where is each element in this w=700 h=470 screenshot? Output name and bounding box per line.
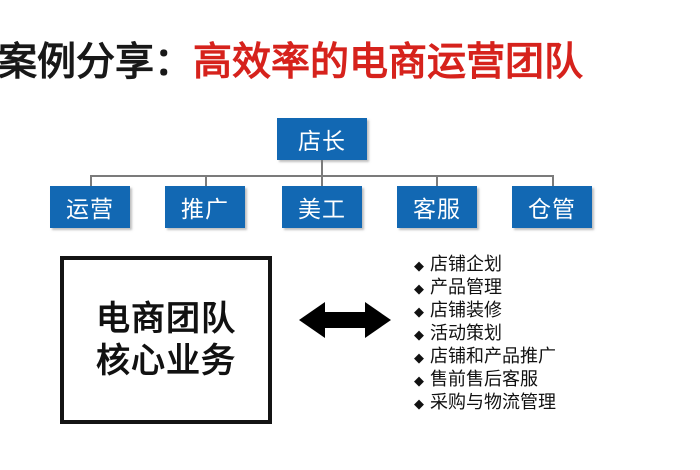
list-item-label: 店铺企划 (430, 254, 502, 275)
diamond-bullet-icon: ◆ (414, 282, 424, 297)
org-node-warehouse[interactable]: 仓管 (512, 186, 592, 228)
list-item-label: 售前售后客服 (430, 369, 538, 390)
page-title-prefix: 案例分享： (0, 39, 194, 85)
page-title-highlight: 高效率的电商运营团队 (193, 39, 584, 85)
connector-drop-3 (436, 175, 438, 187)
page-title: 案例分享： 高效率的电商运营团队 (0, 34, 700, 90)
list-item-label: 活动策划 (430, 323, 502, 344)
list-item: ◆ 售前售后客服 (414, 371, 694, 394)
double-arrow-icon (299, 298, 391, 342)
diamond-bullet-icon: ◆ (414, 397, 424, 412)
diamond-bullet-icon: ◆ (414, 351, 424, 366)
list-item-label: 店铺和产品推广 (430, 346, 556, 367)
org-node-warehouse-label: 仓管 (528, 197, 576, 223)
core-business-line-1: 电商团队 (96, 298, 236, 339)
core-business-box: 电商团队 核心业务 (60, 256, 272, 424)
org-node-promotion-label: 推广 (181, 197, 229, 223)
list-item-label: 店铺装修 (430, 300, 502, 321)
connector-drop-0 (90, 175, 92, 187)
org-node-design-label: 美工 (298, 197, 346, 223)
connector-drop-2 (321, 175, 323, 187)
list-item-label: 产品管理 (430, 277, 502, 298)
org-node-root-label: 店长 (298, 129, 346, 155)
org-node-operations[interactable]: 运营 (50, 186, 130, 228)
list-item: ◆ 采购与物流管理 (414, 394, 694, 417)
diamond-bullet-icon: ◆ (414, 374, 424, 389)
list-item-label: 采购与物流管理 (430, 392, 556, 413)
org-node-operations-label: 运营 (66, 197, 114, 223)
list-item: ◆ 产品管理 (414, 279, 694, 302)
org-node-customer-service[interactable]: 客服 (397, 186, 477, 228)
list-item: ◆ 店铺装修 (414, 302, 694, 325)
double-arrow-svg (299, 302, 391, 338)
connector-drop-1 (205, 175, 207, 187)
list-item: ◆ 店铺企划 (414, 256, 694, 279)
connector-drop-4 (552, 175, 554, 187)
diamond-bullet-icon: ◆ (414, 328, 424, 343)
core-business-line-2: 核心业务 (96, 341, 236, 381)
org-node-customer-service-label: 客服 (413, 197, 461, 223)
org-chart: 店长 运营 推广 美工 客服 仓管 (0, 110, 700, 235)
diamond-bullet-icon: ◆ (414, 259, 424, 274)
org-node-design[interactable]: 美工 (282, 186, 362, 228)
responsibilities-list: ◆ 店铺企划 ◆ 产品管理 ◆ 店铺装修 ◆ 活动策划 ◆ 店铺和产品推广 ◆ … (414, 256, 694, 417)
list-item: ◆ 店铺和产品推广 (414, 348, 694, 371)
diamond-bullet-icon: ◆ (414, 305, 424, 320)
list-item: ◆ 活动策划 (414, 325, 694, 348)
connector-root-stem (321, 160, 323, 176)
org-node-promotion[interactable]: 推广 (165, 186, 245, 228)
org-node-root[interactable]: 店长 (277, 118, 367, 160)
